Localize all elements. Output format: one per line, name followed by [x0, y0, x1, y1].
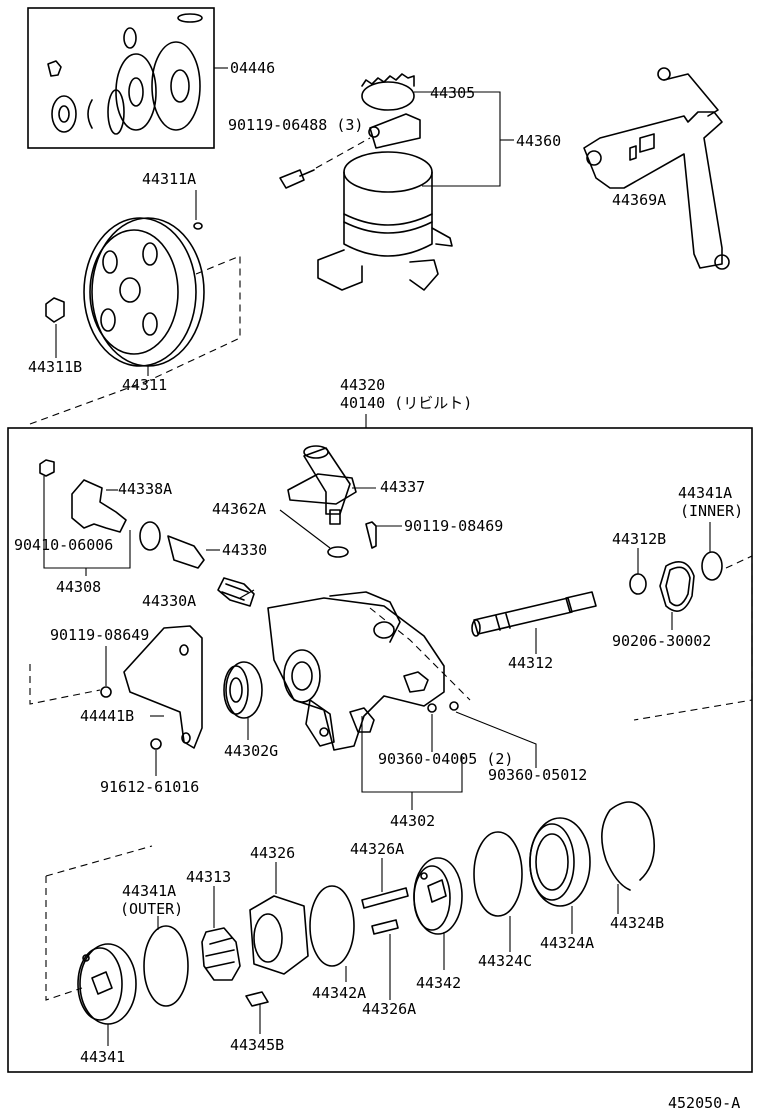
label-44324C: 44324C — [478, 952, 532, 970]
leader-90360-05012 — [455, 711, 537, 768]
label-44311B: 44311B — [28, 358, 82, 376]
label-90360-05012: 90360-05012 — [488, 766, 587, 784]
bracket-guide — [29, 664, 101, 705]
label-outer: (OUTER) — [120, 900, 183, 918]
bracket-44360 — [422, 91, 501, 187]
label-44320: 44320 — [340, 376, 385, 394]
label-44369A: 44369A — [612, 191, 666, 209]
shaft-guide — [369, 607, 471, 701]
diagram-code: 452050-A — [668, 1094, 740, 1112]
label-90410-06006: 90410-06006 — [14, 536, 113, 554]
label-90119-08649: 90119-08649 — [50, 626, 149, 644]
bracket-44308 — [43, 476, 131, 569]
union-assembly — [39, 459, 255, 607]
label-44311: 44311 — [122, 376, 167, 394]
plug-90360-04005 — [427, 703, 437, 713]
label-44441B: 44441B — [80, 707, 134, 725]
pump-body — [267, 591, 445, 751]
label-44308: 44308 — [56, 578, 101, 596]
ring-guide — [633, 555, 753, 721]
label-91612-61016: 91612-61016 — [100, 778, 199, 796]
label-44330A: 44330A — [142, 592, 196, 610]
bracket-44369A — [583, 67, 730, 270]
leader-44330A — [239, 589, 255, 599]
label-40140: 40140 (リビルト) — [340, 394, 472, 412]
shaft-44312 — [471, 591, 597, 637]
bearing-44302G — [223, 661, 263, 719]
seal-kit-box — [27, 7, 228, 149]
leader-44362A — [279, 509, 331, 549]
label-44360: 44360 — [516, 132, 561, 150]
label-44326: 44326 — [250, 844, 295, 862]
label-44345B: 44345B — [230, 1036, 284, 1054]
cartridge-parts — [77, 801, 656, 1025]
label-44341: 44341 — [80, 1048, 125, 1066]
label-44302G: 44302G — [224, 742, 278, 760]
cartridge-guide-left — [45, 876, 83, 1001]
label-90206-30002: 90206-30002 — [612, 632, 711, 650]
pulley — [45, 217, 241, 381]
label-44313: 44313 — [186, 868, 231, 886]
label-44324B: 44324B — [610, 914, 664, 932]
label-44312: 44312 — [508, 654, 553, 672]
label-44311A: 44311A — [142, 170, 196, 188]
suction-port — [287, 445, 377, 558]
label-44342: 44342 — [416, 974, 461, 992]
label-44342A: 44342A — [312, 984, 366, 1002]
cartridge-guide-top — [45, 845, 153, 877]
label-04446: 04446 — [230, 59, 275, 77]
label-44326A-top: 44326A — [350, 840, 404, 858]
label-44324A: 44324A — [540, 934, 594, 952]
label-44362A: 44362A — [212, 500, 266, 518]
pulley-to-pump-guide — [29, 379, 151, 425]
label-44305: 44305 — [430, 84, 475, 102]
label-44326A-bottom: 44326A — [362, 1000, 416, 1018]
reservoir-assembly — [279, 73, 453, 291]
label-44330: 44330 — [222, 541, 267, 559]
snap-ring-and-gasket — [629, 551, 723, 612]
label-44337: 44337 — [380, 478, 425, 496]
label-44341A-inner: 44341A — [678, 484, 732, 502]
label-90119-08469: 90119-08469 — [404, 517, 503, 535]
label-inner: (INNER) — [680, 502, 743, 520]
plug-90360-05012 — [449, 701, 459, 711]
label-44338A: 44338A — [118, 480, 172, 498]
pump-assembly-frame — [7, 427, 753, 1073]
label-44312B: 44312B — [612, 530, 666, 548]
label-90119-06488: 90119-06488 (3) — [228, 116, 363, 134]
bracket-44441B — [100, 625, 203, 750]
label-44302: 44302 — [390, 812, 435, 830]
label-44341A-outer: 44341A — [122, 882, 176, 900]
label-90360-04005: 90360-04005 (2) — [378, 750, 513, 768]
